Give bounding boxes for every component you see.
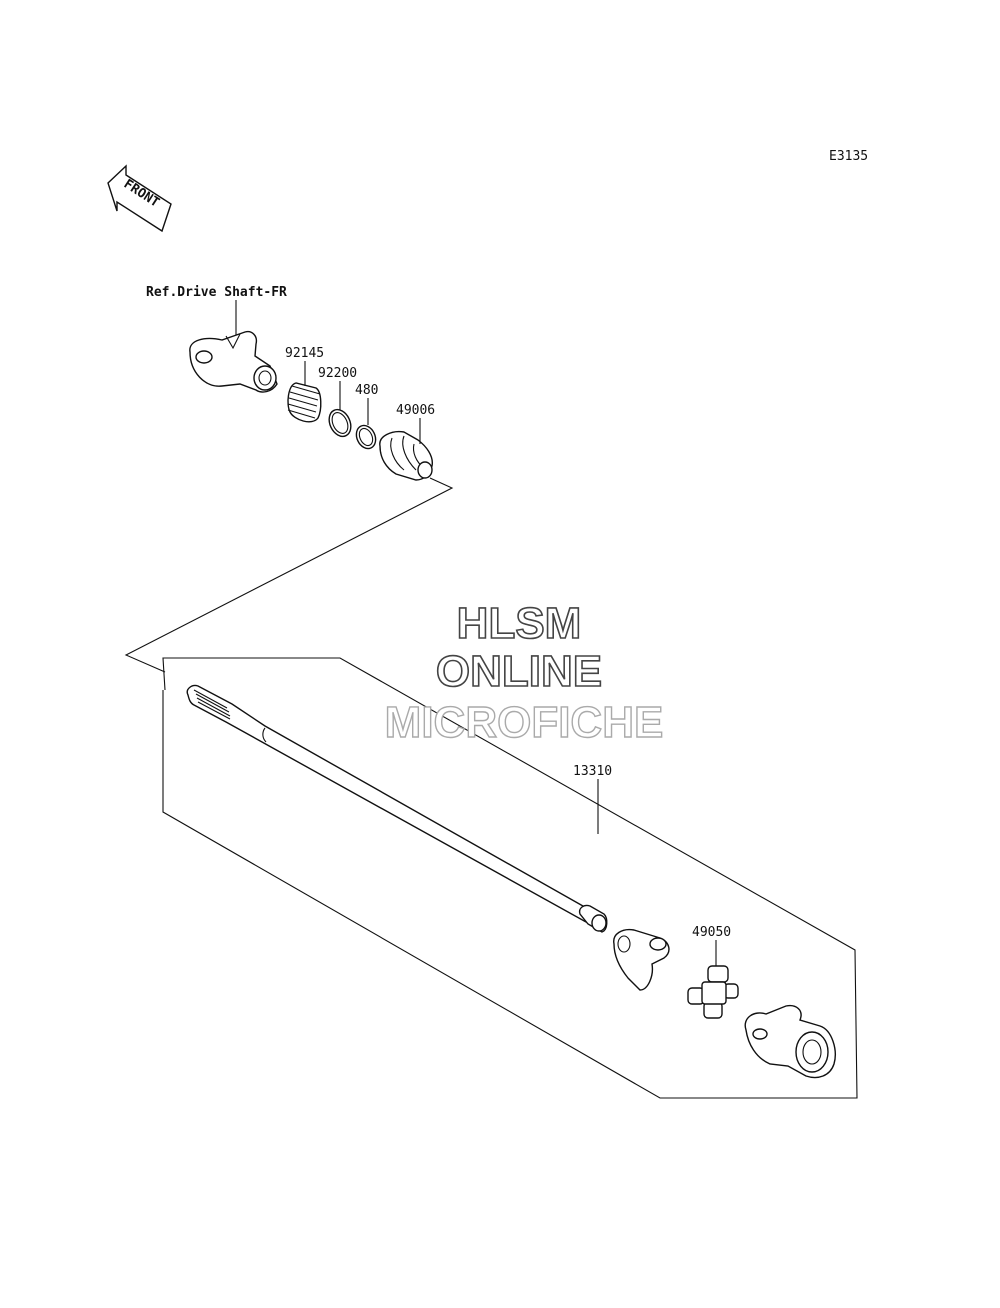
part-number-13310: 13310 (573, 764, 612, 779)
boot-49006-part (379, 430, 433, 481)
drive-shaft-13310-part (186, 684, 608, 933)
part-number-49006: 49006 (396, 403, 435, 418)
part-number-92145: 92145 (285, 346, 324, 361)
watermark-line3: MICROFICHE (385, 698, 664, 747)
middle-yoke-part (613, 928, 670, 991)
front-yoke-part (189, 330, 278, 393)
cross-joint-49050-part (687, 965, 739, 1019)
group-connector-line (124, 477, 454, 673)
shaft-group-bracket (162, 657, 858, 1099)
watermark-line1: HLSM (457, 599, 582, 648)
rear-flange-yoke-part (744, 1004, 836, 1079)
part-number-92200: 92200 (318, 366, 357, 381)
ring-480-part (355, 424, 377, 450)
ring-92200-part (328, 408, 352, 438)
ref-drive-shaft-label: Ref.Drive Shaft-FR (146, 285, 287, 300)
diagram-code: E3135 (829, 149, 868, 164)
part-number-49050: 49050 (692, 925, 731, 940)
watermark: HLSM ONLINE MICROFICHE (384, 598, 664, 748)
part-number-480: 480 (355, 383, 378, 398)
watermark-line2: ONLINE (436, 647, 602, 696)
spring-92145-part (287, 382, 322, 423)
front-arrow-icon: FRONT (107, 164, 172, 233)
